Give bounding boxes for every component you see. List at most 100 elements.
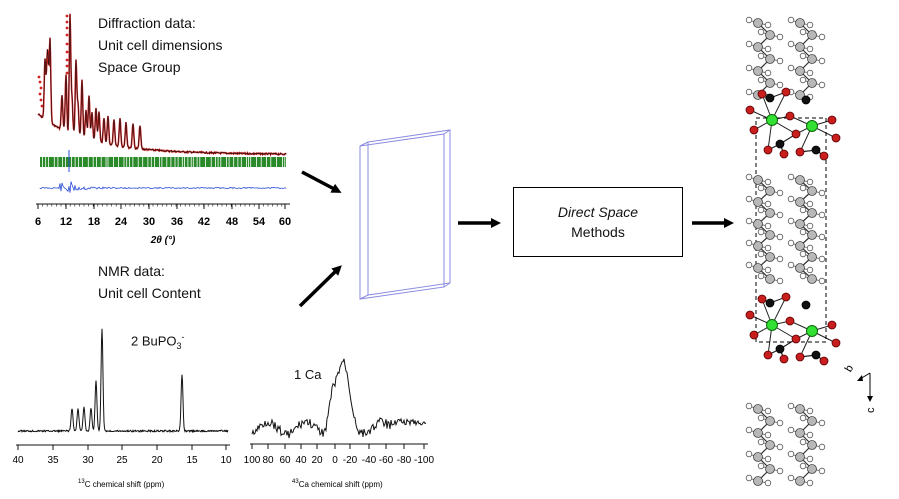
bragg-gap [228, 157, 230, 167]
hydrogen-atom [776, 33, 784, 41]
hydrogen-atom [757, 76, 765, 84]
xrd-tick-label: 42 [198, 216, 210, 228]
calcium-atom [766, 319, 778, 331]
phosphorus-atom [765, 93, 775, 103]
hydrogen-atom [806, 178, 814, 186]
hydrogen-atom [757, 228, 765, 236]
bragg-gap [96, 157, 97, 167]
ca43-tick-label: 60 [279, 455, 291, 466]
xrd-header-line-1: Diffraction data: [98, 15, 196, 31]
bragg-gap [237, 157, 239, 167]
phosphorus-atom [765, 298, 775, 308]
bragg-gap [276, 157, 277, 167]
hydrogen-atom [799, 462, 807, 470]
bragg-gap [159, 157, 160, 167]
carbon-atom [795, 476, 805, 486]
xrd-tick-label: 12 [60, 216, 72, 228]
oxygen-atom [795, 147, 805, 157]
carbon-atom [807, 208, 817, 218]
hydrogen-atom [818, 33, 826, 41]
carbon-atom [765, 440, 775, 450]
bragg-gap [113, 157, 114, 167]
carbon-atom [807, 464, 817, 474]
ca43-spectrum-trace [251, 358, 427, 439]
bragg-gap [226, 157, 227, 167]
carbon-atom [795, 263, 805, 273]
bragg-tick-band [40, 157, 286, 167]
oxygen-atom [827, 320, 837, 330]
ca43-x-axis-label: 43Ca chemical shift (ppm) [292, 479, 383, 489]
hydrogen-atom [787, 474, 795, 482]
carbon-atom [765, 54, 775, 64]
difference-curve [39, 181, 287, 193]
oxygen-atom [757, 294, 767, 304]
hydrogen-atom [799, 206, 807, 214]
hydrogen-atom [787, 426, 795, 434]
unit-cell-box [359, 129, 451, 300]
hydrogen-atom [787, 402, 795, 410]
hydrogen-atom [764, 69, 772, 77]
carbon-atom [795, 428, 805, 438]
hydrogen-atom [764, 266, 772, 274]
hydrogen-atom [764, 407, 772, 415]
observed-point [65, 14, 69, 18]
ca43-tick-label: 100 [244, 455, 261, 466]
hydrogen-atom [818, 443, 826, 451]
hydrogen-atom [776, 467, 784, 475]
hydrogen-atom [787, 16, 795, 24]
oxygen-atom [745, 310, 755, 320]
hydrogen-atom [799, 250, 807, 258]
carbon-atom [765, 230, 775, 240]
hydrogen-atom [787, 173, 795, 181]
c13-tick-label: 25 [116, 455, 128, 466]
oxygen-atom [763, 145, 773, 155]
bragg-gap [107, 157, 109, 167]
hydrogen-atom [745, 40, 753, 48]
observed-point [38, 92, 42, 96]
hydrogen-atom [818, 277, 826, 285]
hydrogen-atom [787, 450, 795, 458]
bragg-gap [250, 157, 252, 167]
hydrogen-atom [806, 45, 814, 53]
bragg-gap [217, 157, 219, 167]
xrd-tick-label: 60 [279, 216, 291, 228]
hydrogen-atom [757, 184, 765, 192]
observed-point [65, 58, 69, 62]
oxygen-atom [827, 115, 837, 125]
nmr-header: NMR data: Unit cell Content [98, 260, 201, 304]
c13-tick-label: 20 [151, 455, 163, 466]
hydrogen-atom [776, 277, 784, 285]
hydrogen-atom [806, 431, 814, 439]
c13-tick-label: 40 [12, 455, 24, 466]
ca43-tick-label: 20 [311, 455, 323, 466]
bragg-gap [74, 157, 76, 167]
c13-tick-label: 10 [220, 455, 232, 466]
hydrogen-atom [799, 414, 807, 422]
xrd-header-line-2: Unit cell dimensions [98, 37, 223, 53]
phosphorus-atom [775, 344, 785, 354]
hydrogen-atom [745, 64, 753, 72]
bragg-gap [142, 157, 144, 167]
carbon-atom [795, 452, 805, 462]
bragg-gap [123, 157, 125, 167]
hydrogen-atom [757, 52, 765, 60]
hydrogen-atom [764, 45, 772, 53]
xrd-x-axis-label: 2θ (°) [150, 235, 176, 246]
bragg-gap [65, 157, 66, 167]
bragg-gap [62, 157, 63, 167]
bragg-gap [248, 157, 249, 167]
arrow-from-diffraction [301, 170, 342, 193]
ca43-tick-label: 0 [332, 455, 338, 466]
hydrogen-atom [745, 173, 753, 181]
hydrogen-atom [818, 233, 826, 241]
bragg-gap [184, 157, 185, 167]
oxygen-atom [779, 149, 789, 159]
carbon-atom [765, 464, 775, 474]
hydrogen-atom [764, 21, 772, 29]
hydrogen-atom [799, 272, 807, 280]
observed-point [39, 86, 43, 90]
hydrogen-atom [806, 21, 814, 29]
carbon-atom [753, 241, 763, 251]
hydrogen-atom [764, 455, 772, 463]
c13-spectrum-trace [17, 328, 229, 434]
